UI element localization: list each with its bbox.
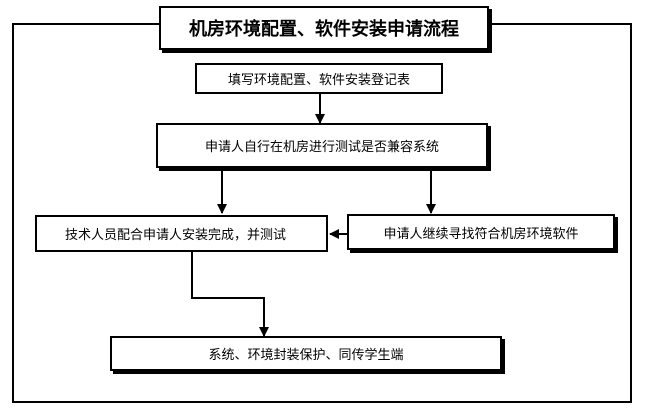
- diagram-title: 机房环境配置、软件安装申请流程: [159, 6, 489, 50]
- step-self-test: 申请人自行在机房进行测试是否兼容系统: [156, 123, 488, 168]
- step-continue-search: 申请人继续寻找符合机房环境软件: [347, 214, 615, 250]
- step-tech-install: 技术人员配合申请人安装完成，并测试: [35, 215, 328, 252]
- arrow-install-to-protect: [191, 252, 269, 337]
- step-protect-sync: 系统、环境封装保护、同传学生端: [110, 336, 502, 371]
- step-fill-form: 填写环境配置、软件安装登记表: [195, 63, 443, 94]
